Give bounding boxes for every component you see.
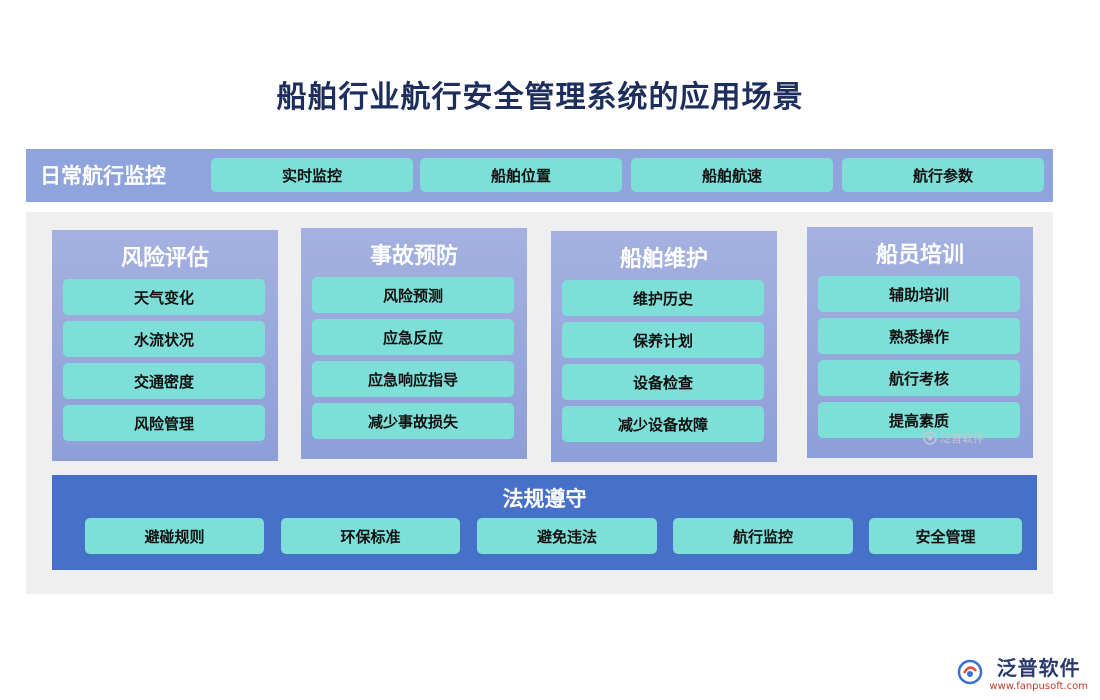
column-item: 应急反应 [312, 319, 514, 355]
column-item: 提高素质 [818, 402, 1020, 438]
watermark-text: 泛普软件 [940, 432, 984, 445]
brand-url: www.fanpusoft.com [989, 681, 1088, 692]
top-item-realtime-monitoring: 实时监控 [211, 158, 413, 192]
column-title: 风险评估 [120, 246, 209, 271]
column-item: 交通密度 [63, 363, 265, 399]
column-title: 事故预防 [369, 244, 458, 269]
compliance-title: 法规遵守 [502, 487, 587, 511]
watermark-logo-icon [923, 431, 937, 445]
bottom-item: 航行监控 [673, 518, 853, 554]
column-crew-training: 船员培训 辅助培训 熟悉操作 航行考核 提高素质 [807, 227, 1033, 458]
compliance-band: 法规遵守 避碰规则 环保标准 避免违法 航行监控 安全管理 [52, 475, 1037, 570]
brand-logo-icon [958, 659, 983, 685]
column-item: 风险预测 [312, 277, 514, 313]
daily-monitoring-band: 日常航行监控 实时监控 船舶位置 船舶航速 航行参数 [26, 149, 1053, 202]
column-title: 船舶维护 [619, 247, 708, 272]
bottom-item: 避免违法 [477, 518, 657, 554]
column-ship-maintenance: 船舶维护 维护历史 保养计划 设备检查 减少设备故障 [551, 231, 777, 462]
column-item: 航行考核 [818, 360, 1020, 396]
brand-logo: 泛普软件 www.fanpusoft.com [957, 652, 1088, 692]
watermark: 泛普软件 [923, 430, 984, 446]
bottom-item: 环保标准 [281, 518, 460, 554]
top-item-ship-position: 船舶位置 [420, 158, 622, 192]
column-item: 辅助培训 [818, 276, 1020, 312]
bottom-item: 安全管理 [869, 518, 1022, 554]
bottom-item: 避碰规则 [85, 518, 264, 554]
column-item: 保养计划 [562, 322, 764, 358]
column-item: 减少设备故障 [562, 406, 764, 442]
daily-monitoring-label: 日常航行监控 [40, 164, 166, 188]
column-title: 船员培训 [875, 243, 964, 268]
page-title: 船舶行业航行安全管理系统的应用场景 [276, 80, 804, 115]
column-risk-assessment: 风险评估 天气变化 水流状况 交通密度 风险管理 [52, 230, 278, 461]
top-item-navigation-params: 航行参数 [842, 158, 1044, 192]
column-item: 天气变化 [63, 279, 265, 315]
column-item: 熟悉操作 [818, 318, 1020, 354]
top-item-ship-speed: 船舶航速 [631, 158, 833, 192]
column-item: 水流状况 [63, 321, 265, 357]
column-item: 风险管理 [63, 405, 265, 441]
column-accident-prevention: 事故预防 风险预测 应急反应 应急响应指导 减少事故损失 [301, 228, 527, 459]
column-item: 设备检查 [562, 364, 764, 400]
column-item: 减少事故损失 [312, 403, 514, 439]
column-item: 应急响应指导 [312, 361, 514, 397]
column-item: 维护历史 [562, 280, 764, 316]
brand-name: 泛普软件 [996, 656, 1081, 680]
